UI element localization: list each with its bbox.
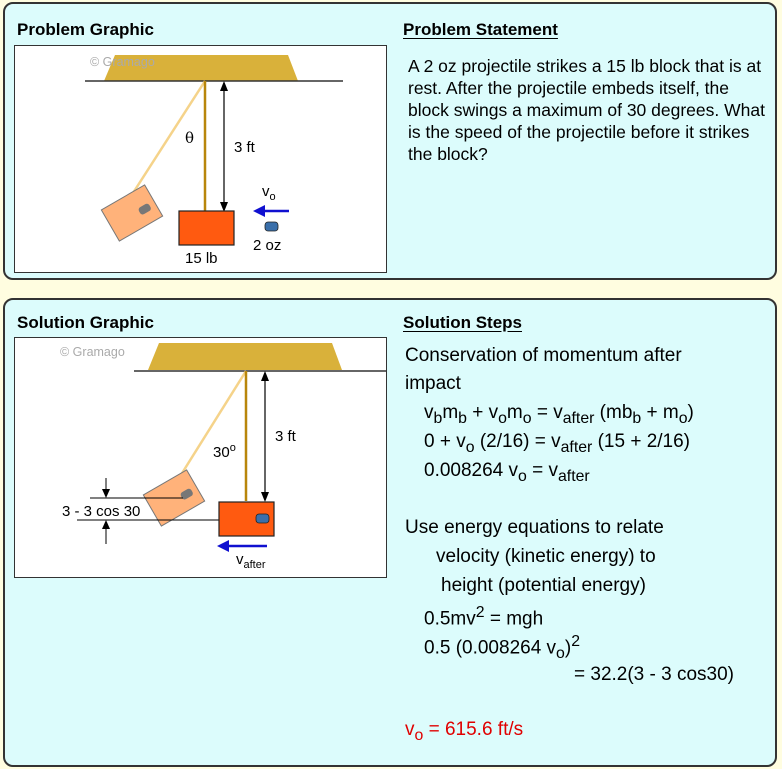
- dimension-arrow-bottom: [220, 202, 228, 212]
- step-line-8: height (potential energy): [441, 575, 646, 596]
- projectile: [264, 221, 279, 232]
- velocity-ratio: 0.008264 vo = vafter: [424, 460, 590, 485]
- problem-statement-heading: Problem Statement: [403, 20, 558, 39]
- problem-statement-text: A 2 oz projectile strikes a 15 lb block …: [408, 56, 765, 164]
- velocity-after-label: vafter: [236, 551, 266, 571]
- final-answer: vo = 615.6 ft/s: [405, 719, 524, 744]
- dimension-arrow-bottom: [261, 492, 269, 502]
- problem-graphic-heading: Problem Graphic: [17, 20, 154, 39]
- watermark: © Gramago: [90, 55, 155, 69]
- step-line-7: velocity (kinetic energy) to: [436, 546, 656, 567]
- projectile-weight-label: 2 oz: [253, 237, 281, 254]
- step-line-2: impact: [405, 373, 461, 394]
- velocity-label: vo: [262, 183, 276, 203]
- energy-substituted: 0.5 (0.008264 vo)2: [424, 633, 580, 663]
- step-line-11: = 32.2(3 - 3 cos30): [574, 664, 735, 685]
- angle-theta-label: θ: [185, 129, 194, 147]
- momentum-substituted: 0 + vo (2/16) = vafter (15 + 2/16): [424, 431, 690, 456]
- solution-figure: © Gramago 3 ft 30o 3 - 3 cos 30: [14, 337, 387, 578]
- displaced-rope: [131, 80, 207, 194]
- embedded-projectile: [138, 203, 151, 215]
- energy-equation: 0.5mv2 = mgh: [424, 604, 544, 630]
- length-label: 3 ft: [234, 139, 256, 156]
- velocity-arrowhead: [253, 205, 265, 217]
- height-arrowhead-top: [102, 489, 110, 498]
- dimension-arrow-top: [261, 371, 269, 381]
- height-label: 3 - 3 cos 30: [62, 503, 140, 520]
- dimension-arrow-top: [220, 81, 228, 91]
- embedded-projectile: [180, 488, 193, 500]
- problem-panel: Problem Graphic Problem Statement © Gram…: [3, 2, 777, 280]
- height-arrowhead-bottom: [102, 520, 110, 529]
- block: [178, 210, 235, 246]
- step-line-6: Use energy equations to relate: [405, 517, 664, 538]
- velocity-after-arrowhead: [217, 540, 229, 552]
- momentum-equation: vbmb + vomo = vafter (mbb + mo): [424, 402, 694, 427]
- solution-graphic-heading: Solution Graphic: [17, 313, 154, 332]
- displaced-rope: [177, 370, 248, 479]
- displaced-block: [100, 184, 164, 242]
- angle-label: 30o: [213, 442, 236, 461]
- watermark: © Gramago: [60, 345, 125, 359]
- embedded-projectile: [255, 513, 270, 524]
- block-weight-label: 15 lb: [185, 250, 218, 267]
- solution-steps-heading: Solution Steps: [403, 313, 522, 332]
- ceiling-support: [104, 55, 298, 81]
- length-label: 3 ft: [275, 428, 297, 445]
- step-line-1: Conservation of momentum after: [405, 345, 682, 366]
- problem-figure: © Gramago 3 ft θ 15 lb vo: [14, 45, 387, 273]
- solution-panel: Solution Graphic Solution Steps © Gramag…: [3, 298, 777, 767]
- ceiling-support: [148, 343, 342, 370]
